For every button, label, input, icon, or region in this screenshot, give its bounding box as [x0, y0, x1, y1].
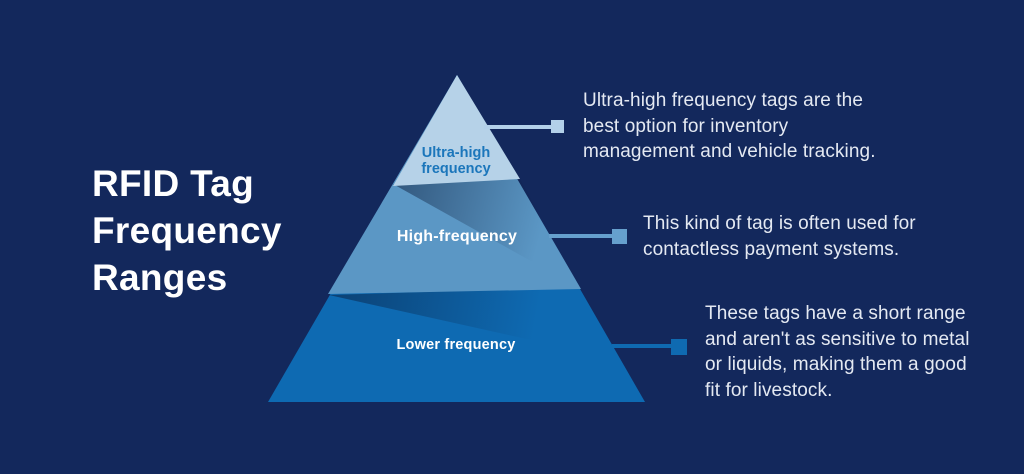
connector-endpoint-ultra-high	[551, 120, 564, 133]
page-title: RFID Tag Frequency Ranges	[92, 163, 282, 298]
connector-line-ultra-high	[484, 125, 554, 129]
description-ultra-high-frequency: Ultra-high frequency tags are the best o…	[583, 90, 876, 162]
connector-endpoint-lower	[671, 339, 687, 355]
description-lower-frequency: These tags have a short range and aren't…	[705, 303, 970, 401]
tier-label-lower: Lower frequency	[396, 337, 516, 353]
connector-line-high	[549, 234, 617, 238]
description-high-frequency: This kind of tag is often used for conta…	[643, 213, 916, 260]
tier-label-ultra-high: Ultra-high frequency	[421, 145, 491, 177]
connector-endpoint-high	[612, 229, 627, 244]
connector-line-lower	[612, 344, 676, 348]
tier-label-high: High-frequency	[396, 228, 518, 245]
